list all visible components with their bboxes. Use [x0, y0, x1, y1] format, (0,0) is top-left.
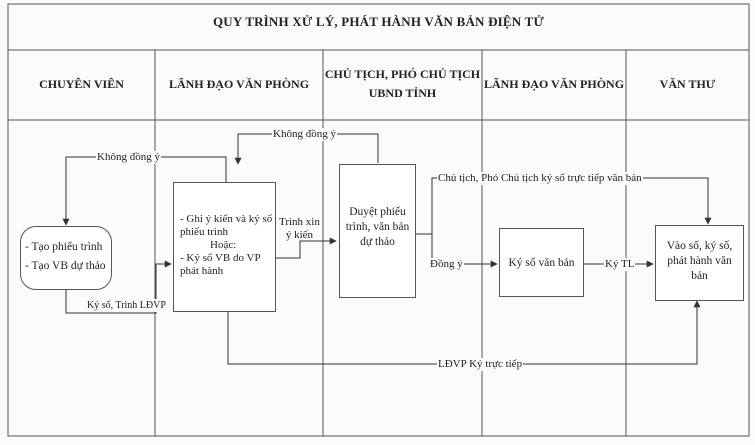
- edge-label-ldvp-ky-truc-tiep: LĐVP Ký trực tiếp: [437, 358, 524, 371]
- lane-header-lanh-dao-van-phong: LÃNH ĐẠO VĂN PHÒNG: [155, 76, 323, 92]
- node-text-line: Vào số, ký số,: [666, 240, 733, 252]
- node-van-thu: Vào số, ký số, phát hành văn bản: [655, 225, 744, 301]
- edge-label-line: ý kiến: [285, 229, 314, 241]
- node-text-line: phiếu trình: [180, 226, 228, 238]
- lane-header-line: LÃNH ĐẠO VĂN PHÒNG: [483, 77, 625, 91]
- edge-label-ky-so-trinh: Ký số, Trình LĐVP: [86, 299, 167, 312]
- outer-frame: [7, 3, 750, 437]
- node-chu-tich: Duyệt phiếu trình, văn bản dự thảo: [339, 164, 416, 298]
- lane-header-line: CHUYÊN VIÊN: [39, 77, 124, 91]
- edge-label-khong-dong-y-1: Không đồng ý: [96, 151, 161, 164]
- node-text-line: bản: [691, 270, 708, 282]
- edge-label-chu-tich-ky-truc-tiep: Chủ tịch, Phó Chủ tịch ký số trực tiếp v…: [437, 172, 643, 185]
- lane-header-chu-tich: CHỦ TỊCH, PHÓ CHỦ TỊCH UBND TỈNH: [323, 66, 482, 101]
- node-text-line: - Ghi ý kiến và ký số: [180, 213, 273, 225]
- lane-header-line: VĂN THƯ: [659, 77, 716, 91]
- node-text-line: phát hành văn: [667, 255, 732, 267]
- lane-header-lanh-dao-van-phong-2: LÃNH ĐẠO VĂN PHÒNG: [482, 76, 626, 92]
- edge-label-trinh-xin-y-kien: Trình xin ý kiến: [278, 216, 321, 242]
- edge-dong-y: [416, 233, 498, 268]
- edge-label-khong-dong-y-2: Không đồng ý: [272, 128, 337, 141]
- node-text-line: - Ký số VB do VP: [180, 252, 261, 264]
- edge-ky-so-trinh: [65, 260, 172, 314]
- node-text-line: - Tạo VB dự thảo: [25, 260, 106, 272]
- node-lanh-dao-van-phong-2: Ký số văn bản: [499, 228, 584, 297]
- edge-label-ky-tl: Ký TL: [604, 258, 636, 271]
- node-text-line: - Tạo phiếu trình: [25, 241, 103, 253]
- node-text-line: trình, văn bản: [345, 221, 410, 233]
- edge-trinh-xin-y-kien: [276, 237, 337, 259]
- lane-header-line: CHỦ TỊCH, PHÓ CHỦ TỊCH: [324, 67, 481, 81]
- node-lanh-dao-van-phong: - Ghi ý kiến và ký số phiếu trình Hoặc: …: [173, 182, 276, 312]
- node-text-line: Ký số văn bản: [508, 257, 575, 269]
- node-text-line: phát hành: [180, 265, 224, 277]
- lane-header-line: UBND TỈNH: [368, 86, 437, 100]
- node-text-line: Hoặc:: [210, 239, 237, 251]
- edge-ldvp-ky-truc-tiep: [227, 300, 701, 365]
- edge-label-line: Trình xin: [279, 216, 320, 228]
- lane-header-chuyen-vien: CHUYÊN VIÊN: [8, 76, 155, 92]
- lane-header-van-thu: VĂN THƯ: [626, 76, 749, 92]
- node-text-line: dự thảo: [360, 236, 395, 248]
- node-text-line: Duyệt phiếu: [349, 206, 406, 218]
- node-chuyen-vien: - Tạo phiếu trình - Tạo VB dự thảo: [20, 226, 112, 290]
- lane-header-line: LÃNH ĐẠO VĂN PHÒNG: [168, 77, 310, 91]
- diagram-title: QUY TRÌNH XỬ LÝ, PHÁT HÀNH VĂN BẢN ĐIỆN …: [212, 14, 545, 29]
- edge-label-dong-y: Đồng ý: [429, 258, 464, 271]
